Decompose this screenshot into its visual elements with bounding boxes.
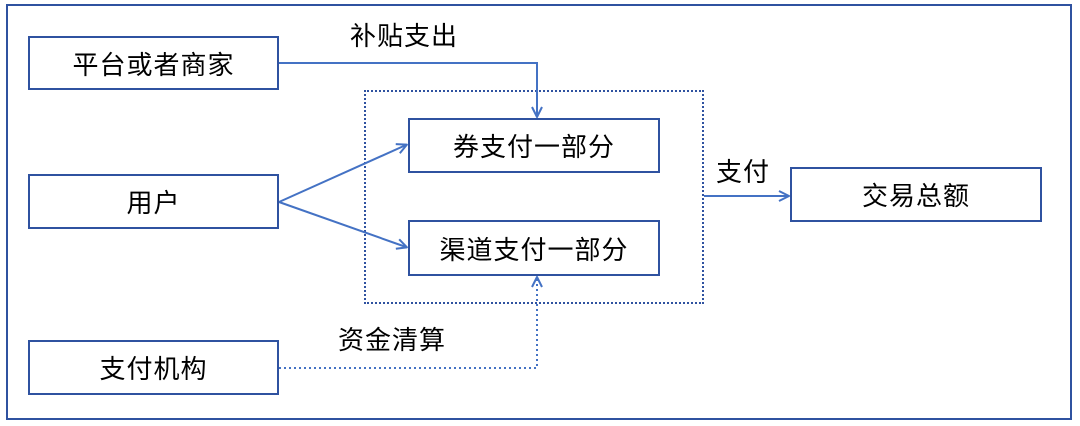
edge-user-to-voucher bbox=[278, 143, 408, 203]
node-payment-institution: 支付机构 bbox=[28, 340, 279, 395]
edge-clearing-to-channel bbox=[279, 276, 543, 369]
node-channel-payment-part: 渠道支付一部分 bbox=[408, 220, 660, 276]
edge-user-to-channel bbox=[278, 201, 408, 250]
node-platform-or-merchant: 平台或者商家 bbox=[28, 36, 279, 90]
node-user: 用户 bbox=[28, 174, 279, 229]
node-voucher-payment-part: 券支付一部分 bbox=[408, 118, 660, 173]
edge-platform-to-voucher bbox=[279, 62, 543, 118]
payment-split-group bbox=[364, 90, 704, 304]
label-payment: 支付 bbox=[716, 158, 771, 188]
label-fund-clearing: 资金清算 bbox=[338, 326, 447, 356]
node-transaction-total: 交易总额 bbox=[790, 167, 1042, 222]
label-subsidy-expense: 补贴支出 bbox=[350, 22, 459, 52]
